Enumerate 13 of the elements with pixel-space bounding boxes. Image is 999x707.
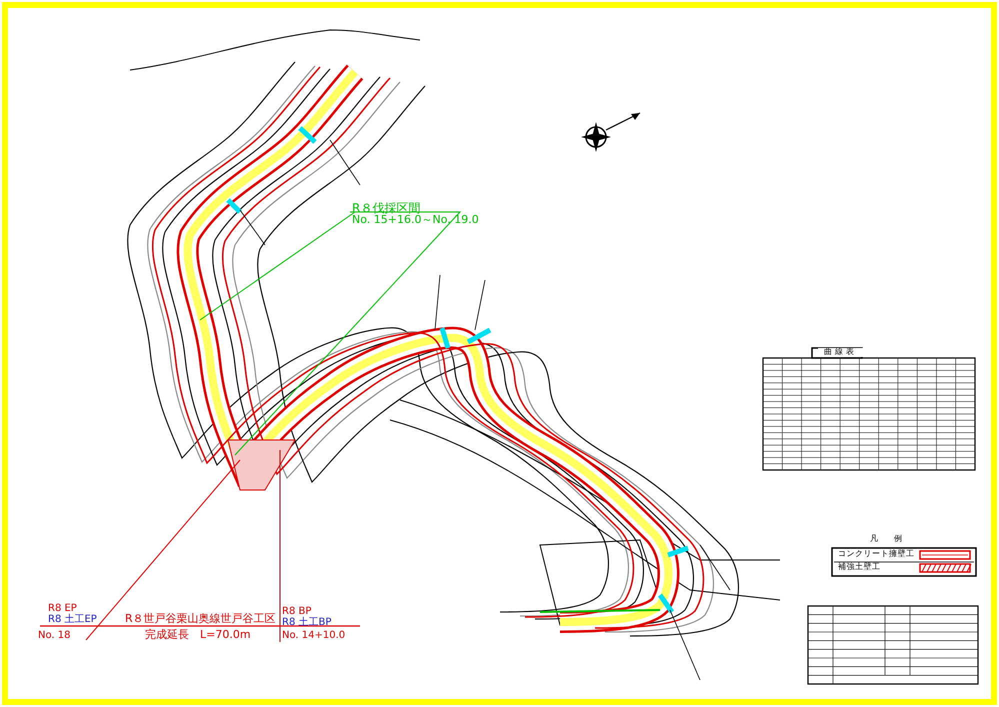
station-label: No. 14+10.0 (282, 630, 346, 641)
station-range: No. 15+16.0～No. 19.0 (352, 214, 479, 226)
station-label: R8 土工BP (282, 617, 332, 628)
section-name: R８世戸谷栗山奥線世戸谷工区 (125, 613, 276, 626)
table-title: 曲線表 (818, 348, 863, 357)
station-label: R8 土工EP (48, 614, 97, 625)
station-label: R8 BP (282, 606, 312, 617)
legend-label: コンクリート擁壁工 (838, 550, 914, 559)
station-label: R8 EP (48, 603, 77, 614)
legend-title: 凡 例 (870, 535, 902, 544)
length-label: 完成延長 L=70.0m (145, 629, 251, 642)
legend-label: 補強土壁工 (838, 563, 880, 572)
station-label: No. 18 (38, 630, 71, 641)
